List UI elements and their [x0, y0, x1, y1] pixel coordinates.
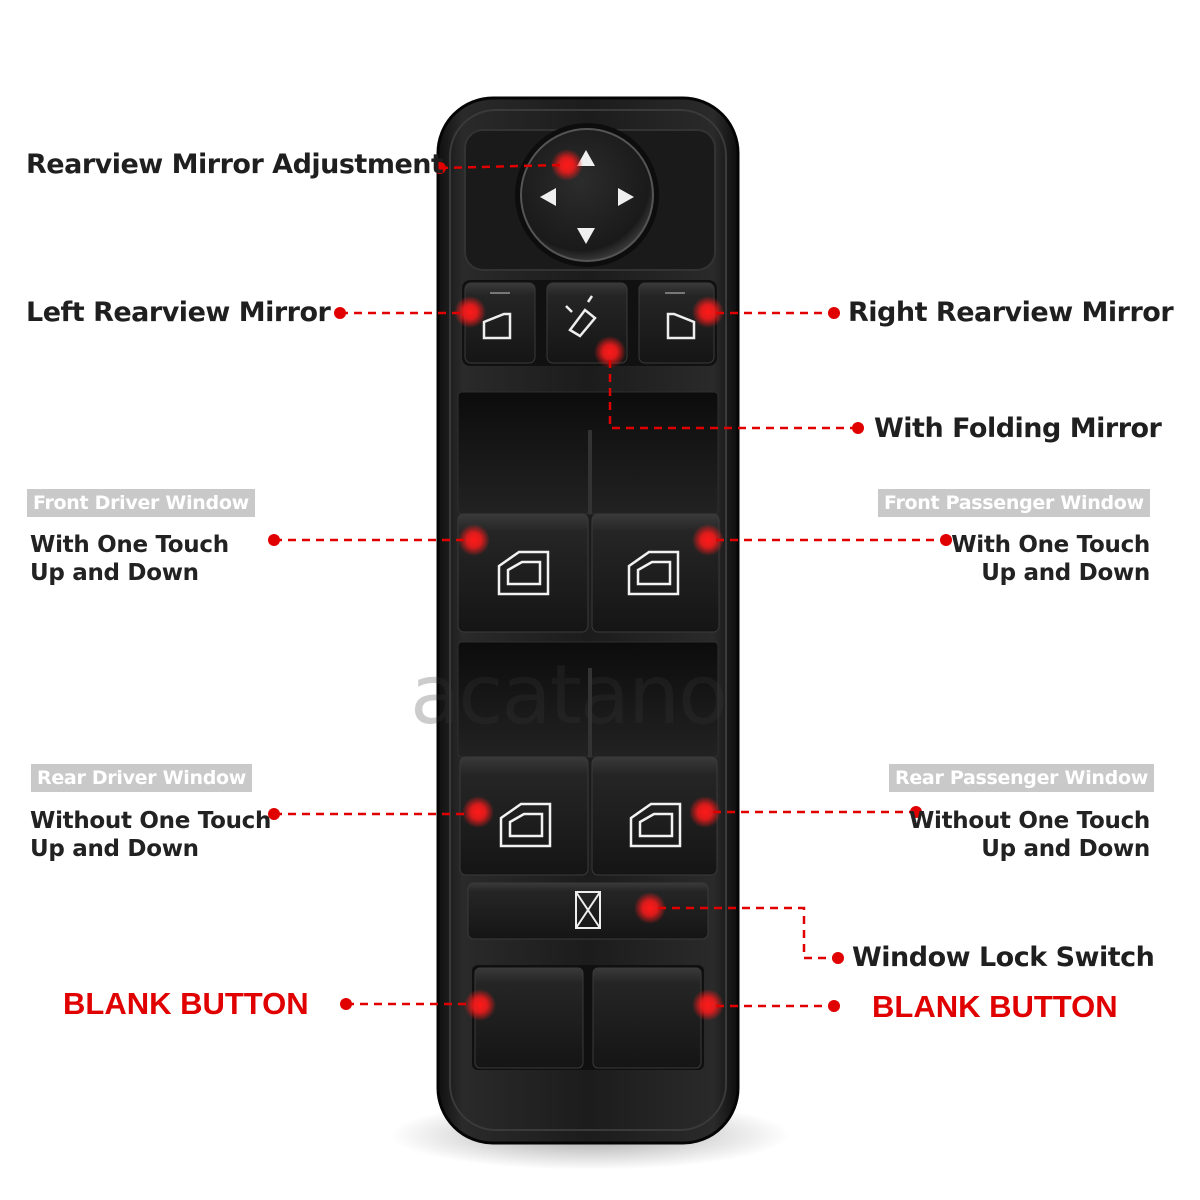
label-rear-driver-line1: Without One Touch — [30, 808, 272, 834]
label-front-passenger-line2: Up and Down — [981, 560, 1150, 586]
label-rear-passenger-line1: Without One Touch — [908, 808, 1150, 834]
label-rear-driver-title: Rear Driver Window — [31, 764, 253, 792]
label-right-mirror: Right Rearview Mirror — [848, 297, 1174, 328]
label-mirror-adjustment: Rearview Mirror Adjustment — [26, 149, 444, 180]
watermark: acatano — [410, 648, 728, 743]
label-front-driver-line1: With One Touch — [30, 532, 229, 558]
label-folding-mirror: With Folding Mirror — [874, 413, 1162, 444]
label-rear-driver-line2: Up and Down — [30, 836, 199, 862]
label-front-driver-title: Front Driver Window — [27, 489, 255, 517]
label-left-mirror: Left Rearview Mirror — [26, 297, 331, 328]
label-window-lock-switch: Window Lock Switch — [852, 942, 1155, 973]
label-blank-button-left: BLANK BUTTON — [63, 986, 309, 1021]
label-front-driver-line2: Up and Down — [30, 560, 199, 586]
label-front-passenger-line1: With One Touch — [951, 532, 1150, 558]
label-rear-passenger-line2: Up and Down — [981, 836, 1150, 862]
label-front-passenger-title: Front Passenger Window — [878, 489, 1150, 517]
label-blank-button-right: BLANK BUTTON — [872, 989, 1118, 1024]
label-rear-passenger-title: Rear Passenger Window — [889, 764, 1154, 792]
